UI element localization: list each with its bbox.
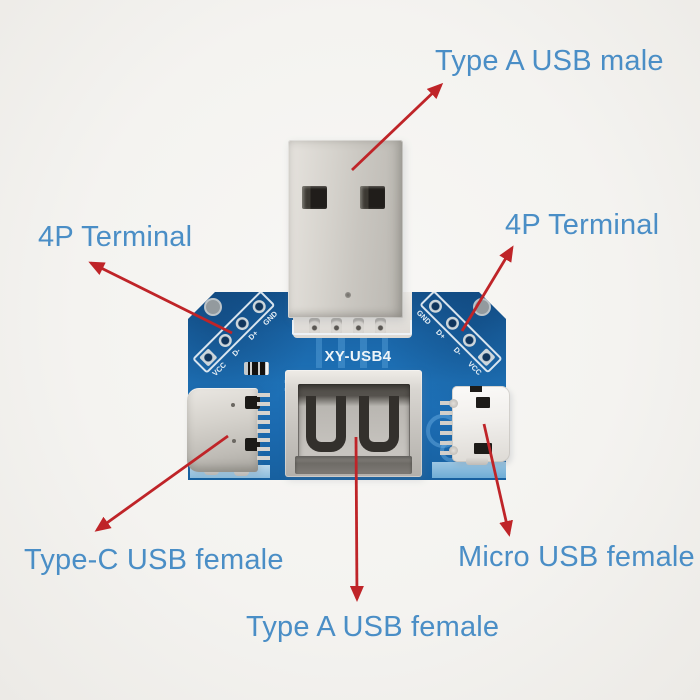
pcb-trace: [382, 332, 388, 368]
micro-usb-rivet: [449, 399, 458, 408]
mounting-hole-right: [473, 298, 491, 316]
pad-gnd: [249, 297, 269, 317]
label-type-a-usb-male: Type A USB male: [435, 45, 664, 77]
solder-tab: [234, 468, 249, 476]
pad-d-minus: [459, 330, 479, 350]
solder-pin: [309, 318, 320, 334]
micro-usb-latch: [474, 443, 492, 454]
solder-pin: [331, 318, 342, 334]
usb-female-contact: [306, 396, 346, 452]
usb-female-cavity: [298, 384, 410, 458]
pad-gnd: [425, 296, 445, 316]
type-c-rivet: [231, 403, 235, 407]
micro-usb-solder-tab: [466, 457, 488, 465]
pcb-trace: [360, 332, 367, 368]
micro-usb-notch: [470, 386, 482, 392]
micro-usb-pin-comb: [440, 401, 453, 457]
pcb-trace: [316, 332, 322, 368]
usb-a-female-connector: [285, 370, 422, 477]
usb-female-base: [295, 456, 412, 474]
pcb-trace: [338, 332, 345, 368]
solder-pin: [353, 318, 364, 334]
pad-d-minus: [215, 331, 235, 351]
pad-vcc: [476, 347, 496, 367]
usb-a-male-connector: [288, 140, 403, 318]
usb-male-shell-hole: [345, 292, 351, 298]
label-type-a-usb-female: Type A USB female: [246, 611, 500, 643]
type-c-latch: [245, 438, 260, 451]
type-c-latch: [245, 396, 260, 409]
pad-d-plus: [232, 314, 252, 334]
solder-pin: [375, 318, 386, 334]
mounting-hole-left: [204, 298, 222, 316]
micro-usb-rivet: [449, 446, 458, 455]
micro-usb-connector: [449, 386, 510, 465]
pad-vcc: [198, 348, 218, 368]
type-c-pin-comb: [257, 393, 270, 464]
silkscreen-model-text: XY-USB4: [324, 348, 392, 365]
label-type-c-usb-female: Type-C USB female: [24, 544, 284, 576]
silkscreen-bracket: [292, 320, 412, 335]
usb-male-contact-window: [360, 186, 385, 209]
usb-female-contact: [359, 396, 399, 452]
label-micro-usb-female: Micro USB female: [458, 541, 695, 573]
smd-resistor: [244, 362, 269, 375]
label-4p-terminal-left: 4P Terminal: [38, 221, 193, 253]
type-c-rivet: [232, 439, 236, 443]
pad-d-plus: [442, 313, 462, 333]
usb-type-c-connector: [187, 388, 260, 472]
usb-male-contact-window: [302, 186, 327, 209]
micro-usb-latch: [476, 397, 490, 408]
label-4p-terminal-right: 4P Terminal: [505, 209, 660, 241]
